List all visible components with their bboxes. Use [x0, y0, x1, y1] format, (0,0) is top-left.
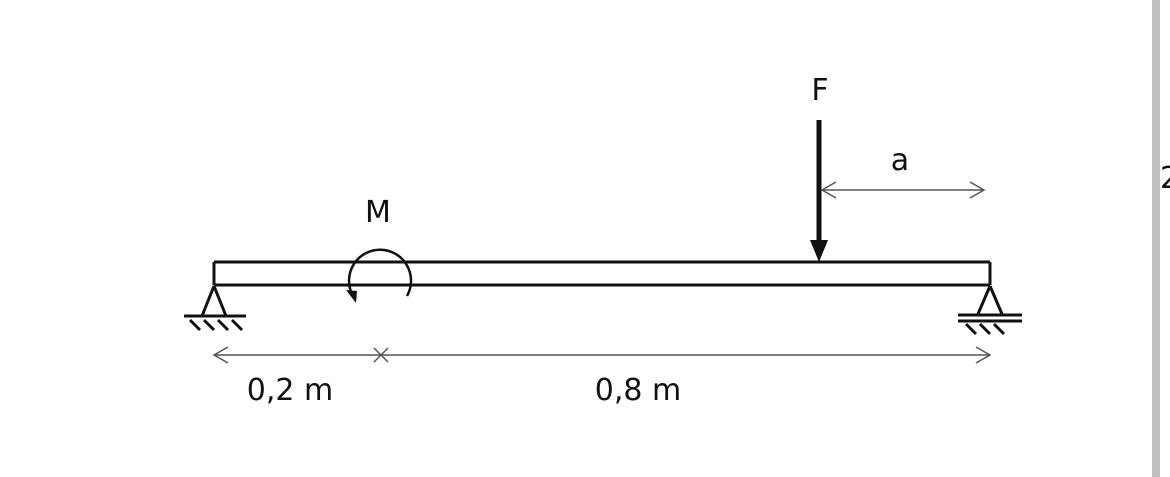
moment-arrow — [346, 248, 413, 303]
dimension-right-label: 0,8 m — [595, 373, 681, 408]
pin-support-left — [184, 285, 246, 332]
force-label: F — [811, 73, 828, 108]
roller-support-right — [958, 285, 1022, 336]
force-arrow — [810, 120, 828, 262]
dimension-line — [212, 346, 992, 364]
moment-label: M — [365, 195, 391, 230]
beam — [212, 260, 992, 287]
dimension-a — [820, 181, 986, 199]
dimension-left-label: 0,2 m — [247, 373, 333, 408]
page-edge-bar — [1152, 0, 1160, 477]
edge-fragment: 2 — [1160, 161, 1170, 196]
distance-a-label: a — [891, 143, 909, 178]
